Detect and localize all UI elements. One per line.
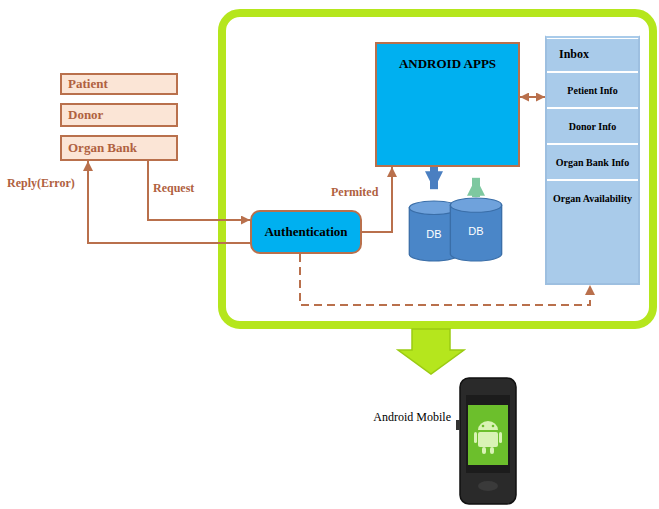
node-text: Authentication (264, 224, 347, 240)
connector (430, 167, 438, 189)
connector (88, 161, 250, 243)
patient-band: Patient (60, 73, 178, 95)
node-text: Petient Info (567, 85, 617, 96)
inbox-item: Donor Info (547, 107, 638, 143)
node-text: Organ Availability (553, 193, 632, 204)
node-text: Donor (68, 107, 103, 123)
connector-label: Reply(Error) (6, 176, 76, 191)
node-text: DB (449, 197, 503, 237)
android-apps-box: ANDROID APPS (375, 42, 520, 167)
donor-band: Donor (60, 103, 178, 127)
inbox-item: Organ Availability (547, 179, 638, 215)
system-frame (222, 13, 653, 325)
inbox-item: Organ Bank Info (547, 143, 638, 179)
authentication-box: Authentication (250, 210, 362, 254)
node-text: Donor Info (569, 121, 616, 132)
connector-label: Permited (330, 185, 379, 200)
connector (148, 161, 250, 220)
connector-label: Request (152, 181, 195, 196)
node-text: Organ Bank (68, 140, 137, 156)
output-arrow (398, 329, 464, 374)
node-text: Inbox (559, 47, 638, 62)
inbox-panel: InboxPetient InfoDonor InfoOrgan Bank In… (545, 35, 640, 285)
device-label: Android Mobile (373, 410, 451, 425)
organ-bank-band: Organ Bank (60, 135, 178, 161)
node-text: Patient (68, 76, 108, 92)
connector (472, 178, 480, 197)
node-text: Organ Bank Info (556, 157, 629, 168)
connector (520, 96, 545, 98)
database-cylinder: DB (449, 197, 503, 262)
android-phone (456, 378, 516, 504)
inbox-item: Petient Info (547, 71, 638, 107)
node-text: ANDROID APPS (377, 56, 518, 72)
